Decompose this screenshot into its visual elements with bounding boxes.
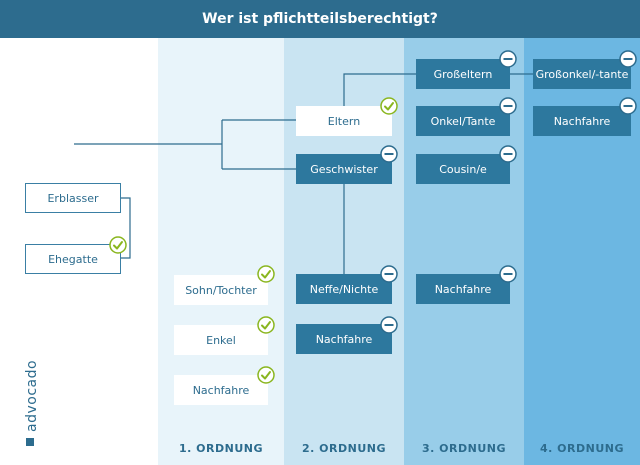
logo-mark-icon	[26, 438, 34, 446]
node-nachfahre-1: Nachfahre	[174, 375, 268, 405]
advocado-logo: advocado	[20, 360, 48, 450]
node-enkel: Enkel	[174, 325, 268, 355]
minus-icon	[499, 50, 517, 68]
minus-icon	[380, 316, 398, 334]
minus-icon	[499, 97, 517, 115]
node-sohn-tochter: Sohn/Tochter	[174, 275, 268, 305]
node-nachfahre-4: Nachfahre	[533, 106, 631, 136]
node-onkel-tante: Onkel/Tante	[416, 106, 510, 136]
logo-text: advocado	[24, 359, 40, 432]
column-label: 4. ORDNUNG	[540, 442, 624, 455]
node-erblasser: Erblasser	[25, 183, 121, 213]
column-label: 3. ORDNUNG	[422, 442, 506, 455]
node-ehegatte: Ehegatte	[25, 244, 121, 274]
node-geschwister: Geschwister	[296, 154, 392, 184]
minus-icon	[619, 97, 637, 115]
minus-icon	[499, 145, 517, 163]
minus-icon	[499, 265, 517, 283]
column-label: 2. ORDNUNG	[302, 442, 386, 455]
node-cousin: Cousin/e	[416, 154, 510, 184]
diagram-title: Wer ist pflichtteilsberechtigt?	[0, 0, 640, 38]
node-eltern: Eltern	[296, 106, 392, 136]
check-icon	[380, 97, 398, 115]
minus-icon	[619, 50, 637, 68]
node-grosseltern: Großeltern	[416, 59, 510, 89]
check-icon	[109, 236, 127, 254]
node-nachfahre-3: Nachfahre	[416, 274, 510, 304]
check-icon	[257, 265, 275, 283]
check-icon	[257, 316, 275, 334]
check-icon	[257, 366, 275, 384]
node-nachfahre-2: Nachfahre	[296, 324, 392, 354]
minus-icon	[380, 265, 398, 283]
column-label: 1. ORDNUNG	[179, 442, 263, 455]
grosseltern-connector	[343, 73, 416, 106]
minus-icon	[380, 145, 398, 163]
node-neffe-nichte: Neffe/Nichte	[296, 274, 392, 304]
node-grossonkel: Großonkel/-tante	[533, 59, 631, 89]
spouse-connector	[121, 197, 131, 259]
